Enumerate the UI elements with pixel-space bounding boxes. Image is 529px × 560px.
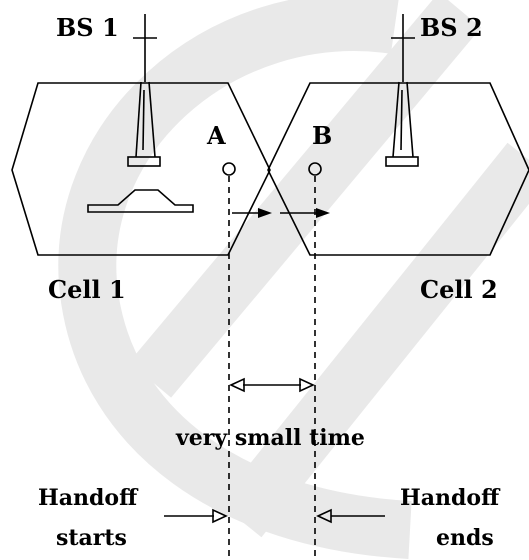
arrow-left-open-icon [316,508,332,524]
bs1-tower [127,14,161,167]
watermark [58,0,529,559]
cell-1-label: Cell 1 [48,275,126,304]
handoff-end-arrow [316,508,385,524]
building-shape [87,189,194,213]
point-a-marker [222,162,236,176]
bs2-tower [385,14,419,167]
arrow-right-open-icon [299,377,315,393]
point-b-marker [308,162,322,176]
handoff-end-line2: ends [436,525,494,551]
cell-2-hexagon [267,82,529,256]
arrow-left-open-icon [229,377,245,393]
handoff-start-arrow [164,508,228,524]
handoff-start-line1: Handoff [38,485,139,511]
time-label: very small time [175,425,365,451]
arrow-right-open-icon [212,508,228,524]
point-a-label: A [206,121,226,150]
point-b-label: B [312,121,332,150]
watermark-diagonal-2 [128,0,482,398]
handoff-end-line1: Handoff [400,485,501,511]
time-interval-arrow [229,377,315,393]
bs1-label: BS 1 [56,13,119,42]
watermark-diagonal-1 [218,142,529,538]
bs2-label: BS 2 [420,13,483,42]
cell-1-hexagon [11,82,271,256]
cell-2-label: Cell 2 [420,275,498,304]
arrow-right-icon [316,208,330,218]
arrow-right-icon [258,208,272,218]
handoff-start-line2: starts [56,525,127,551]
movement-arrows [232,208,330,218]
